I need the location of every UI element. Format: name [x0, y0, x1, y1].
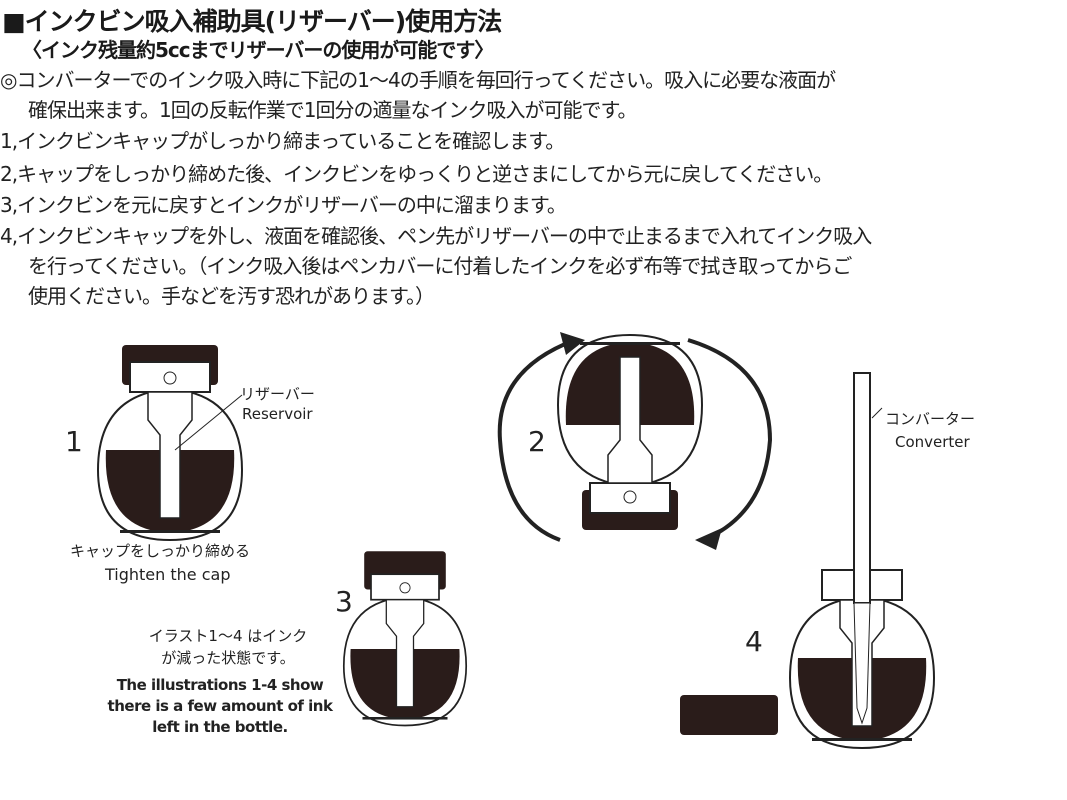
figure-4-number: 4: [745, 625, 763, 658]
step-3: 3,インクビンを元に戻すとインクがリザーバーの中に溜まります。: [0, 193, 567, 217]
figure-4-bottle: [789, 372, 935, 749]
step-2: 2,キャップをしっかり締めた後、インクビンをゆっくりと逆さまにしてから元に戻して…: [0, 162, 833, 186]
note-en: there is a few amount of ink: [107, 697, 333, 715]
figure-3-bottle: [342, 551, 468, 727]
rotate-arrow-icon: [687, 338, 773, 539]
figure-1-caption-en: Tighten the cap: [105, 565, 231, 584]
figure-1-bottle: [97, 345, 243, 541]
figure-2-number: 2: [528, 425, 546, 458]
converter-label-en: Converter: [895, 433, 970, 451]
figure-1-caption-jp: キャップをしっかり締める: [70, 542, 251, 560]
converter-label-jp: コンバーター: [885, 410, 976, 428]
step-1: 1,インクビンキャップがしっかり締まっていることを確認します。: [0, 129, 565, 153]
intro-line: ◎コンバーターでのインク吸入時に下記の1〜4の手順を毎回行ってください。吸入に必…: [0, 68, 836, 92]
intro-line: 確保出来ます。1回の反転作業で1回分の適量なインク吸入が可能です。: [28, 98, 637, 122]
rotate-arrow-icon: [497, 338, 576, 542]
figure-3-number: 3: [335, 585, 353, 618]
note-en: The illustrations 1-4 show: [116, 676, 324, 694]
note-en: left in the bottle.: [152, 718, 288, 736]
reservoir-label-en: Reservoir: [242, 405, 313, 423]
step-4-cont: 使用ください。手などを汚す恐れがあります。）: [28, 284, 435, 308]
page-title: ■インクビン吸入補助具(リザーバー)使用方法: [2, 7, 502, 36]
removed-cap: [680, 695, 778, 735]
figure-1-number: 1: [65, 425, 83, 458]
step-4-cont: を行ってください。（インク吸入後はペンカバーに付着したインクを必ず布等で拭き取っ…: [28, 254, 852, 278]
step-4: 4,インクビンキャップを外し、液面を確認後、ペン先がリザーバーの中で止まるまで入…: [0, 224, 872, 248]
subtitle: 〈インク残量約5ccまでリザーバーの使用が可能です〉: [22, 38, 494, 62]
reservoir-label-jp: リザーバー: [240, 385, 315, 403]
note-jp: イラスト1〜4 はインク: [148, 627, 308, 645]
figure-2-bottle-inverted: [557, 334, 703, 530]
note-jp: が減った状態です。: [161, 649, 295, 667]
